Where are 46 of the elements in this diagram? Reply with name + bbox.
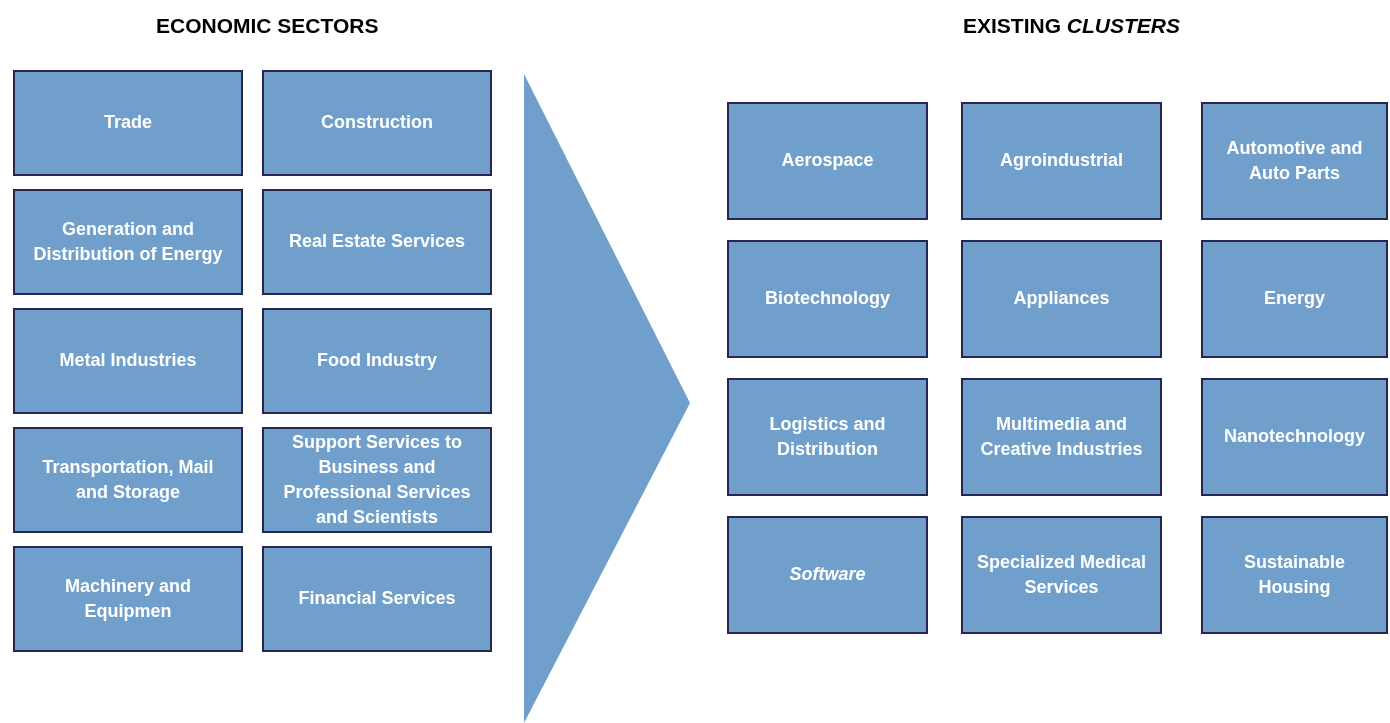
category-box — [961, 516, 1162, 634]
box-label: Construction — [321, 111, 433, 135]
box-label: Food Industry — [317, 349, 437, 373]
category-box — [1201, 378, 1388, 496]
box-label: Energy — [1264, 287, 1325, 311]
category-box — [727, 102, 928, 220]
box-label: Agroindustrial — [1000, 149, 1123, 173]
category-box — [262, 70, 492, 176]
category-box — [727, 378, 928, 496]
category-box — [961, 102, 1162, 220]
category-box — [727, 516, 928, 634]
category-box — [262, 427, 492, 533]
box-label: Software — [789, 563, 866, 587]
category-box — [13, 308, 243, 414]
box-label: Financial Services — [298, 587, 456, 611]
box-label: Automotive and Auto Parts — [1225, 136, 1364, 185]
box-label: Multimedia and Creative Industries — [979, 412, 1144, 461]
box-label: Machinery and Equipmen — [63, 574, 192, 623]
category-box — [13, 70, 243, 176]
box-label: Logistics and Distribution — [768, 412, 887, 461]
category-box — [13, 189, 243, 295]
category-box — [961, 240, 1162, 358]
category-box — [961, 378, 1162, 496]
section-heading: EXISTING CLUSTERS — [963, 14, 1181, 38]
box-label: Specialized Medical Services — [975, 550, 1148, 599]
category-box — [262, 308, 492, 414]
category-box — [1201, 240, 1388, 358]
box-label: Real Estate Services — [288, 230, 466, 254]
category-box — [13, 546, 243, 652]
box-label: Support Services to Business and Professional Services and Scientists — [282, 430, 472, 530]
category-box — [727, 240, 928, 358]
category-box — [1201, 102, 1388, 220]
category-box — [1201, 516, 1388, 634]
box-label: Appliances — [1013, 287, 1110, 311]
box-label: Aerospace — [781, 149, 874, 173]
box-label: Metal Industries — [59, 349, 197, 373]
section-heading: ECONOMIC SECTORS — [156, 14, 379, 38]
box-label: Trade — [104, 111, 152, 135]
category-box — [262, 189, 492, 295]
box-label: Generation and Distribution of Energy — [32, 217, 224, 266]
category-box — [13, 427, 243, 533]
box-label: Sustainable Housing — [1243, 550, 1346, 599]
box-label: Nanotechnology — [1224, 425, 1365, 449]
category-box — [262, 546, 492, 652]
box-label: Transportation, Mail and Storage — [41, 455, 215, 504]
box-label: Biotechnology — [765, 287, 890, 311]
